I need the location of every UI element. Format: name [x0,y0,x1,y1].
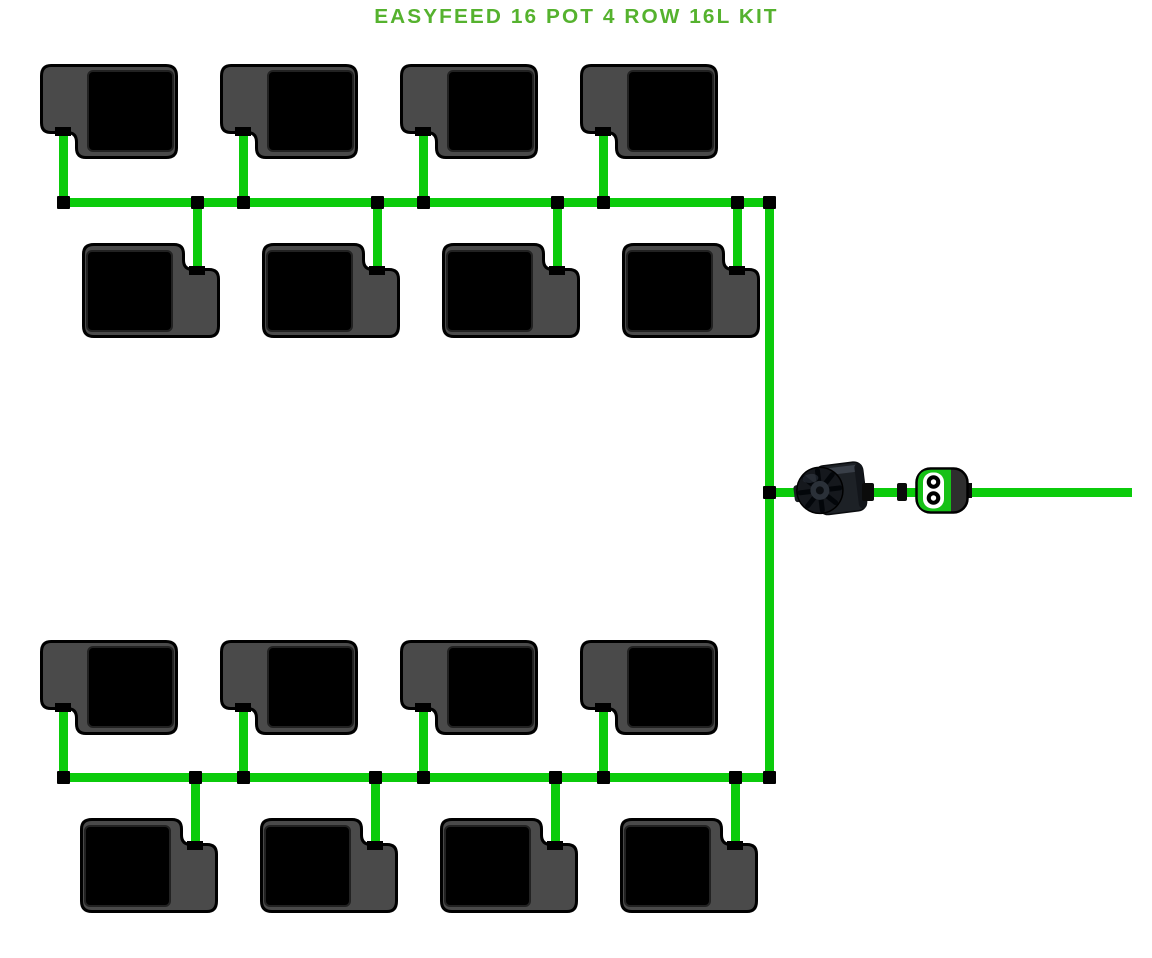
top-manifold [58,198,774,207]
drip-pipe-row-3-1 [58,702,68,782]
drip-pipe-row-3-4 [598,702,608,782]
drip-pipe-row-1-4 [598,126,608,207]
tee-fitting-4 [596,196,610,209]
pot [86,250,173,332]
pot [267,646,354,728]
pot [626,250,713,332]
drip-pipe-row-4-3 [550,773,560,848]
tee-fitting-10 [56,771,70,784]
tee-fitting-2 [236,196,250,209]
pot [87,70,174,152]
drip-pipe-row-2-2 [372,198,382,273]
pump-impeller-fins [797,468,843,513]
valve-outlet-hole-center [930,479,937,485]
pot-unit-row-1-2 [220,64,358,159]
tee-fitting-19 [763,486,776,499]
pot [264,825,351,907]
pot [624,825,711,907]
pot [447,646,534,728]
tee-fitting-15 [368,771,382,784]
pot-unit-row-1-3 [400,64,538,159]
pot [266,250,353,332]
pot [87,646,174,728]
barbed-joiner-fitting-1 [862,483,874,501]
pot-outlet-connector [55,703,71,712]
pot-unit-row-4-4 [620,818,758,913]
tee-fitting-12 [416,771,430,784]
tee-fitting-9 [763,196,776,209]
pot-outlet-connector [189,266,205,275]
pot [446,250,533,332]
tee-fitting-5 [190,196,204,209]
pot [627,646,714,728]
drip-pipe-row-1-2 [238,126,248,207]
page-title: EASYFEED 16 POT 4 ROW 16L KIT [0,6,1152,29]
pot-outlet-connector [55,127,71,136]
pot-outlet-connector [369,266,385,275]
pot [627,70,714,152]
pot [444,825,531,907]
dual-outlet-valve-icon [915,467,972,514]
pot-unit-row-2-4 [622,243,760,338]
pot-unit-row-4-1 [80,818,218,913]
pot-outlet-connector [595,703,611,712]
tee-fitting-11 [236,771,250,784]
pot-unit-row-3-1 [40,640,178,735]
tee-fitting-1 [56,196,70,209]
tee-fitting-6 [370,196,384,209]
pot-unit-row-3-3 [400,640,538,735]
barbed-joiner-fitting-2 [897,483,907,501]
pot-outlet-connector [547,841,563,850]
inline-pump-icon [793,461,868,516]
pot-outlet-connector [235,703,251,712]
pot-outlet-connector [415,703,431,712]
drip-pipe-row-2-1 [192,198,202,273]
tee-fitting-8 [730,196,744,209]
pot-outlet-connector [595,127,611,136]
tee-fitting-7 [550,196,564,209]
valve-outlet-hole-center [930,495,937,501]
tee-fitting-13 [596,771,610,784]
pot-unit-row-3-4 [580,640,718,735]
pot-outlet-connector [729,266,745,275]
drip-pipe-row-4-1 [190,773,200,848]
tee-fitting-16 [548,771,562,784]
pot-outlet-connector [367,841,383,850]
pot-outlet-connector [415,127,431,136]
pot-unit-row-1-1 [40,64,178,159]
drip-pipe-row-2-3 [552,198,562,273]
pot-outlet-connector [187,841,203,850]
pot [84,825,171,907]
pot-outlet-connector [235,127,251,136]
tee-fitting-18 [763,771,776,784]
drip-pipe-row-3-2 [238,702,248,782]
pot-outlet-connector [727,841,743,850]
pot-unit-row-2-1 [82,243,220,338]
pot-unit-row-4-3 [440,818,578,913]
tee-fitting-3 [416,196,430,209]
pump-hub-center [815,486,824,495]
tee-fitting-17 [728,771,742,784]
pump-cap-highlight [802,473,819,484]
page-title-text: EASYFEED 16 POT 4 ROW 16L KIT [373,6,779,28]
drip-pipe-row-4-4 [730,773,740,848]
pot-outlet-connector [549,266,565,275]
drip-pipe-row-1-3 [418,126,428,207]
pot [447,70,534,152]
drip-pipe-row-4-2 [370,773,380,848]
pot-unit-row-2-3 [442,243,580,338]
tee-fitting-14 [188,771,202,784]
drip-pipe-row-2-4 [732,198,742,273]
pot-unit-row-2-2 [262,243,400,338]
pot [267,70,354,152]
pot-unit-row-3-2 [220,640,358,735]
pot-unit-row-4-2 [260,818,398,913]
drip-pipe-row-1-1 [58,126,68,207]
drip-pipe-row-3-3 [418,702,428,782]
pot-unit-row-1-4 [580,64,718,159]
bottom-manifold [58,773,774,782]
